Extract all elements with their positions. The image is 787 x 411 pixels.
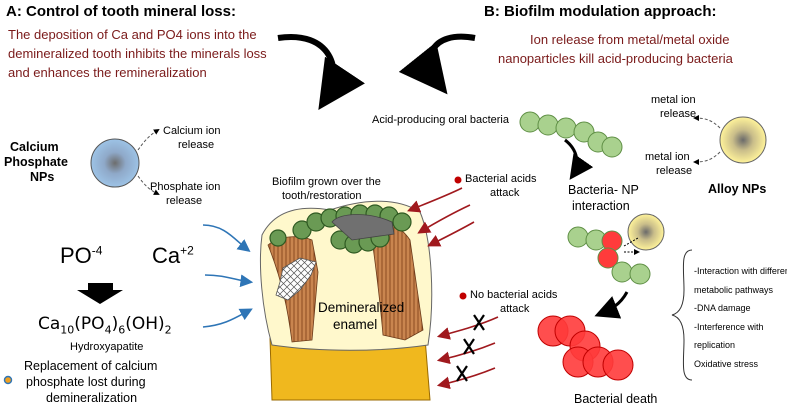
metal-release-top-line-2: release: [660, 108, 697, 120]
interaction-label-line-2: interaction: [572, 199, 630, 213]
metal-release-top-line-1: metal ion: [651, 94, 696, 106]
mechanism-item: -Interaction with different: [694, 266, 787, 276]
mechanism-item: -Interference with: [694, 321, 764, 332]
metal-release-bottom-line-2: release: [656, 165, 693, 177]
mechanism-list: -Interaction with different metabolic pa…: [694, 262, 787, 373]
mechanism-item: Oxidative stress: [694, 358, 759, 369]
no-acids-line-2: attack: [500, 303, 530, 315]
calcium-phosphate-label-3: NPs: [30, 170, 55, 184]
mechanism-item: replication: [694, 340, 736, 350]
down-arrow: [77, 283, 123, 304]
calcium-phosphate-np: [90, 138, 140, 188]
panel-a-title: A: Control of tooth mineral loss:: [6, 3, 236, 20]
alloy-np-label: Alloy NPs: [708, 182, 767, 196]
acid-bacteria-label: Acid-producing oral bacteria: [372, 114, 509, 126]
calcium-release-line-2: release: [178, 139, 215, 151]
bacterial-death-label: Bacterial death: [574, 392, 658, 406]
metal-release-bottom-line-1: metal ion: [645, 151, 690, 163]
calcium-release-line-1: Calcium ion: [163, 125, 221, 137]
phosphate-ion: PO-4: [60, 243, 103, 268]
phosphate-release-line-1: Phosphate ion: [150, 181, 221, 193]
bacteria-chain-top: [519, 111, 623, 158]
replacement-line-2: phosphate lost during: [26, 375, 146, 389]
acids-attack-line-1: Bacterial acids: [465, 173, 537, 185]
no-acids-line-1: No bacterial acids: [470, 289, 558, 301]
bacteria-chain-dead: [537, 315, 634, 381]
biofilm-label-line-1: Biofilm grown over the: [272, 176, 381, 188]
replacement-line-1: Replacement of calcium: [24, 359, 158, 373]
alloy-np: [719, 116, 767, 164]
panel-b-description-line-2: nanoparticles kill acid-producing bacter…: [498, 51, 733, 66]
enamel-label-line-1: Demineralized: [318, 300, 405, 315]
mechanism-item: -DNA damage: [694, 303, 751, 313]
interaction-label-line-1: Bacteria- NP: [568, 183, 639, 197]
enamel-label-line-2: enamel: [333, 317, 378, 332]
biofilm-label-line-2: tooth/restoration: [282, 190, 362, 202]
mechanism-brace: [671, 249, 693, 381]
calcium-phosphate-label-1: Calcium: [10, 140, 59, 154]
mechanism-item: metabolic pathways: [694, 284, 774, 295]
panel-a-description-line-1: The deposition of Ca and PO4 ions into t…: [8, 27, 257, 42]
interaction-np: [627, 213, 665, 251]
block-marks: [456, 314, 485, 382]
panel-b-description-line-1: Ion release from metal/metal oxide: [530, 32, 730, 47]
panel-b-title: B: Biofilm modulation approach:: [484, 3, 717, 20]
hydroxyapatite-formula: Ca10(PO4)6(OH)2: [38, 314, 172, 337]
phosphate-release-line-2: release: [166, 195, 203, 207]
hydroxyapatite-name: Hydroxyapatite: [70, 341, 144, 353]
panel-a-description-line-3: and enhances the remineralization: [8, 65, 207, 80]
acids-attack-line-2: attack: [490, 187, 520, 199]
demineralized-patch: [275, 257, 317, 301]
replacement-line-3: demineralization: [46, 391, 138, 405]
bacteria-interacting: [567, 226, 651, 285]
calcium-ion: Ca+2: [152, 243, 194, 268]
header-arrow-right: [398, 33, 476, 95]
panel-a-description-line-2: demineralized tooth inhibits the mineral…: [8, 46, 267, 61]
header-arrow-left: [277, 33, 365, 110]
calcium-phosphate-label-2: Phosphate: [4, 155, 68, 169]
